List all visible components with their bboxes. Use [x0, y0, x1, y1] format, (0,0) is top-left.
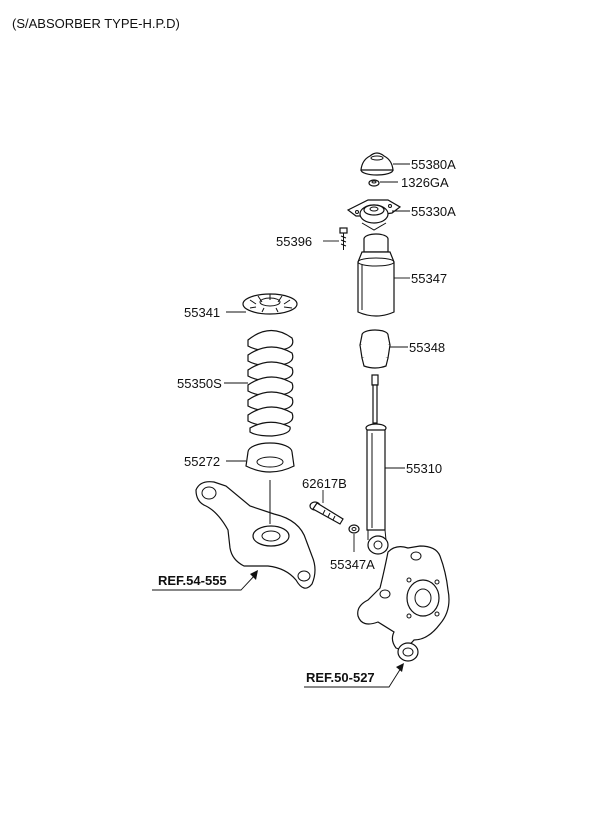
diagram-title: (S/ABSORBER TYPE-H.P.D)	[12, 16, 180, 31]
label-1326GA: 1326GA	[401, 175, 449, 190]
label-55330A: 55330A	[411, 204, 456, 219]
shock-absorber-part	[365, 374, 389, 555]
label-55396: 55396	[276, 234, 312, 249]
adjust-bolt-part	[309, 501, 344, 525]
label-55272: 55272	[184, 454, 220, 469]
dust-cover-part	[357, 233, 395, 317]
label-55380A: 55380A	[411, 157, 456, 172]
knuckle-part	[357, 545, 450, 662]
upper-spring-pad-part	[242, 293, 298, 315]
bump-stopper-part	[359, 329, 391, 369]
lower-spring-pad-part	[245, 442, 295, 473]
label-55341: 55341	[184, 305, 220, 320]
label-55348: 55348	[409, 340, 445, 355]
ref-knuckle[interactable]: REF.50-527	[306, 670, 375, 685]
lower-nut-part	[348, 524, 360, 534]
strut-mount-part	[346, 199, 402, 231]
coil-spring-part	[247, 329, 294, 437]
label-55347A: 55347A	[330, 557, 375, 572]
mount-bolt-part	[339, 227, 348, 250]
leader-lines	[152, 163, 410, 688]
ref-lower-arm[interactable]: REF.54-555	[158, 573, 227, 588]
label-55310: 55310	[406, 461, 442, 476]
dust-cap-part	[360, 152, 394, 176]
label-55347: 55347	[411, 271, 447, 286]
label-62617B: 62617B	[302, 476, 347, 491]
label-55350S: 55350S	[177, 376, 222, 391]
nut-part	[368, 179, 380, 187]
lower-arm-part	[195, 480, 316, 589]
